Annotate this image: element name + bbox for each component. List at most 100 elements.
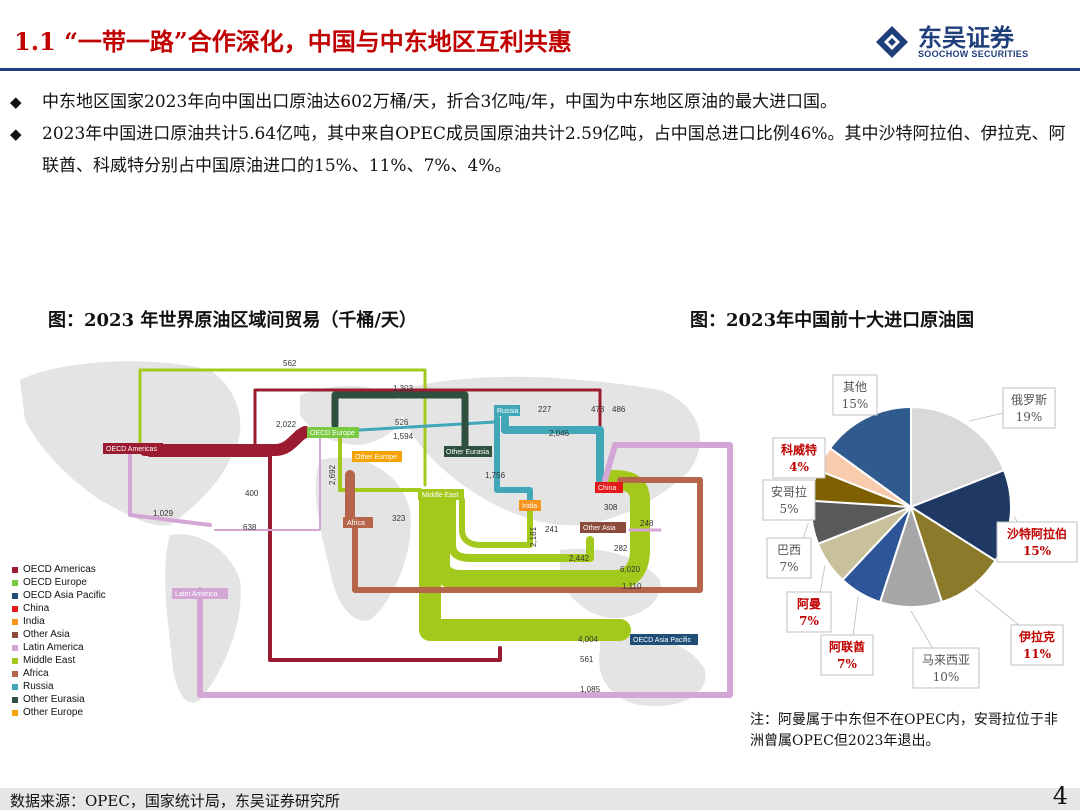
bullet-text: 中东地区国家2023年向中国出口原油达602万桶/天，折合3亿吨/年，中国为中东… [42,92,837,112]
legend-label: OECD Americas [23,564,96,575]
legend-swatch [12,618,18,625]
legend-item: Other Asia [12,628,106,641]
region-other-eurasia: Other Eurasia [446,449,489,456]
flow-me-to-europe [338,430,422,492]
pie-label-pct: 4% [789,460,809,474]
pie-label: 巴西7% [766,537,812,579]
pie-label-name: 阿曼 [797,597,821,611]
pie-label-box [1010,624,1064,666]
pie-label: 其他 15% [832,374,878,416]
region-labels: OECD Americas OECD Europe Russia Other E… [103,405,698,645]
flow-label: 1,110 [622,582,642,591]
flow-label: 282 [614,544,628,553]
region-oecd-europe: OECD Europe [310,430,355,437]
legend-label: Other Eurasia [23,694,85,705]
flow-americas-to-china [158,388,602,482]
pie-label-name: 安哥拉 [771,484,807,499]
legend-item: OECD Europe [12,576,106,589]
flow-map-svg: OECD Americas OECD Europe Russia Other E… [20,359,733,706]
flow-russia-to-china [501,414,604,484]
legend-swatch [12,592,18,599]
legend-label: Other Europe [23,707,84,718]
legend-label: OECD Asia Pacific [23,590,106,601]
flow-label: 2,022 [276,420,297,429]
legend-item: Latin America [12,641,106,654]
pie-label-pct: 7% [799,614,819,628]
flow-label: 4,004 [578,635,599,644]
flow-label: 6,020 [620,565,641,574]
legend-item: OECD Asia Pacific [12,589,106,602]
legend-label: India [23,616,45,627]
legend-swatch [12,696,18,703]
pie-label-name: 其他 [843,380,867,394]
region-india: India [522,503,537,510]
data-source: 数据来源：OPEC，国家统计局，东吴证券研究所 [10,792,340,810]
region-middle-east: Middle East [422,492,459,499]
legend-swatch [12,605,18,612]
legend-label: Africa [23,668,49,679]
diamond-bullet-icon: ◆ [10,93,22,111]
bullet-list: ◆ 中东地区国家2023年向中国出口原油达602万桶/天，折合3亿吨/年，中国为… [10,86,1070,182]
legend-item: Russia [12,680,106,693]
pie-chart-svg: 俄罗斯19%沙特阿拉伯15%伊拉克11%马来西亚10%阿联酋7%阿曼7%巴西7%… [762,374,1078,689]
pie-label-box [772,437,826,479]
flow-label: 241 [545,525,559,534]
flow-label: 2,692 [328,464,337,485]
flow-americas-to-asiapac [148,453,502,662]
flow-africa-to-china [352,477,703,593]
flow-label: 473 [591,405,605,414]
flow-label: 2,442 [569,554,590,563]
legend-label: China [23,603,50,614]
flow-label: 400 [245,489,259,498]
company-logo: 东吴证券 SOOCHOW SECURITIES [872,20,1042,64]
pie-slice [909,504,997,604]
flow-label: 2,046 [549,429,570,438]
legend-label: OECD Europe [23,577,87,588]
flow-latam-to-europe [214,434,321,531]
flow-russia-to-europe [358,420,497,432]
pie-label-name: 阿联酋 [829,639,865,654]
legend-item: OECD Americas [12,563,106,576]
legend-swatch [12,709,18,716]
legend-label: Latin America [23,642,84,653]
page-title: 1.1 “一带一路”合作深化，中国与中东地区互利共惠 [14,27,572,56]
region-africa: Africa [347,520,365,527]
pie-note: 注：阿曼属于中东但不在OPEC内，安哥拉位于非洲曾属OPEC但2023年退出。 [750,712,1058,749]
flow-label: 323 [392,514,406,523]
legend-label: Other Asia [23,629,70,640]
region-other-europe: Other Europe [355,454,397,461]
flow-eurasia-to-europe [331,391,469,454]
legend-item: Africa [12,667,106,680]
region-latin-america: Latin America [175,591,218,598]
flow-latam-to-china [197,442,733,698]
pie-label-box [820,634,874,676]
region-oecd-asia-pacific: OECD Asia Pacific [633,637,691,644]
pie-label-name: 巴西 [777,543,801,557]
pie-label-pct: 10% [933,670,960,684]
flow-label: 562 [283,359,297,368]
legend-swatch [12,670,18,677]
pie-label-pct: 15% [842,397,869,411]
pie-caption: 图：2023年中国前十大进口原油国 [690,310,975,331]
pie-label-name: 沙特阿拉伯 [1007,526,1067,541]
flow-label: 1,085 [580,685,601,694]
legend-swatch [12,566,18,573]
flow-label: 638 [243,523,257,532]
pie-label-name: 科威特 [781,442,817,457]
pie-label-box [912,647,980,689]
pie-label-box [1002,387,1056,429]
flow-label: 2,181 [529,526,538,547]
flow-label: 486 [612,405,626,414]
flow-label: 1,756 [485,471,506,480]
legend-label: Russia [23,681,54,692]
flow-me-to-india [459,497,533,548]
flow-label: 227 [538,405,552,414]
map-caption: 图：2023 年世界原油区域间贸易（千桶/天） [48,310,417,331]
region-oecd-americas: OECD Americas [106,446,157,453]
legend-item: Other Europe [12,706,106,719]
legend-swatch [12,631,18,638]
